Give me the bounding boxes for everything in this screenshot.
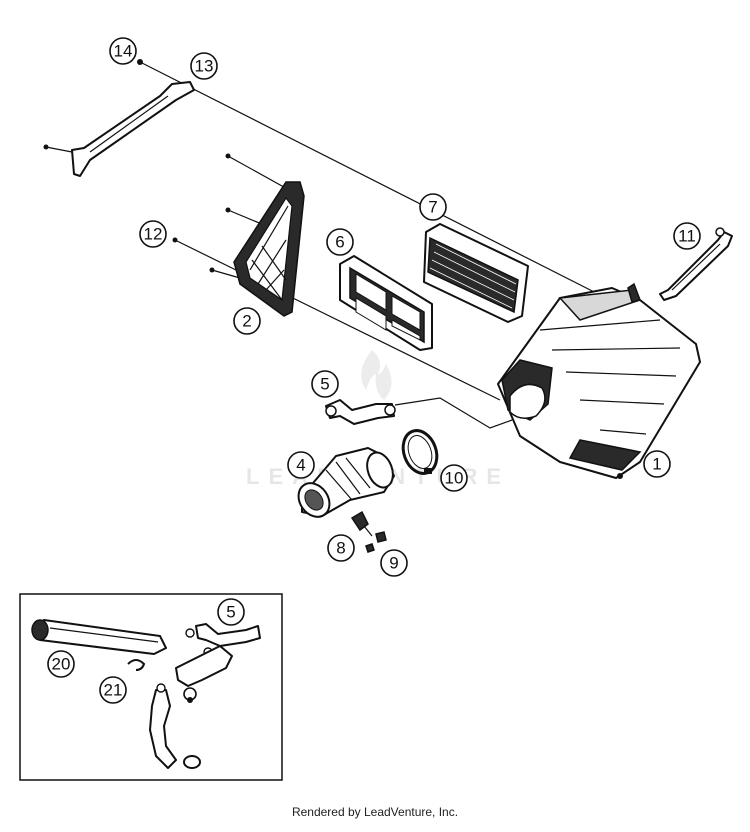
svg-text:7: 7: [428, 198, 437, 217]
bracket-rod: [43, 59, 195, 177]
callout-20[interactable]: 20: [47, 650, 75, 678]
grid-filter: [339, 255, 433, 351]
callout-13[interactable]: 13: [190, 52, 218, 80]
svg-text:20: 20: [52, 655, 71, 674]
airbox-housing: [497, 282, 701, 479]
callout-5[interactable]: 5: [311, 370, 339, 398]
svg-text:13: 13: [195, 57, 214, 76]
callout-10[interactable]: 10: [440, 464, 468, 492]
callout-inset-5[interactable]: 5: [217, 598, 245, 626]
footer-credit: Rendered by LeadVenture, Inc.: [291, 805, 459, 819]
callout-6[interactable]: 6: [326, 228, 354, 256]
callout-1[interactable]: 1: [643, 450, 671, 478]
callout-14[interactable]: 14: [109, 37, 137, 65]
callout-2[interactable]: 2: [233, 307, 261, 335]
svg-text:1: 1: [652, 455, 661, 474]
svg-text:6: 6: [335, 233, 344, 252]
svg-text:10: 10: [445, 469, 464, 488]
svg-text:5: 5: [226, 603, 235, 622]
callout-8[interactable]: 8: [327, 534, 355, 562]
svg-text:9: 9: [389, 554, 398, 573]
svg-text:2: 2: [242, 312, 251, 331]
svg-text:14: 14: [114, 42, 133, 61]
breather-hose: [325, 399, 396, 425]
callout-7[interactable]: 7: [419, 193, 447, 221]
hose-clamp: [401, 429, 439, 475]
callout-11[interactable]: 11: [673, 222, 701, 250]
svg-text:4: 4: [296, 456, 305, 475]
inset-parts: [31, 619, 261, 769]
intake-boot: [297, 447, 395, 518]
pleated-element: [423, 223, 529, 323]
inset-box: [19, 593, 283, 781]
callout-12[interactable]: 12: [139, 220, 167, 248]
small-bracket: [659, 227, 733, 301]
leader-lines: [139, 61, 611, 429]
flame-watermark-icon: [361, 350, 392, 400]
callout-21[interactable]: 21: [99, 676, 127, 704]
svg-text:11: 11: [678, 227, 696, 246]
svg-text:8: 8: [336, 539, 345, 558]
svg-text:12: 12: [144, 225, 163, 244]
fasteners: [350, 510, 387, 553]
svg-text:5: 5: [320, 375, 329, 394]
svg-text:21: 21: [104, 681, 123, 700]
callouts: 1 2 4 5 6 7 8 9: [47, 37, 701, 704]
filter-frame: [172, 153, 305, 317]
callout-9[interactable]: 9: [380, 549, 408, 577]
callout-4[interactable]: 4: [287, 451, 315, 479]
